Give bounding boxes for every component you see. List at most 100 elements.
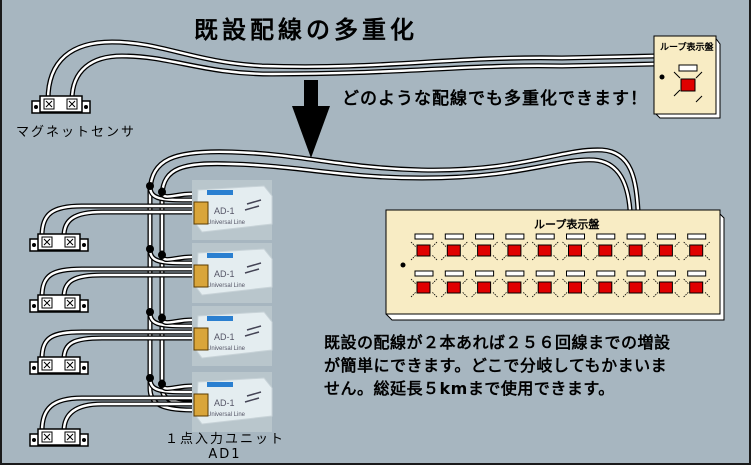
screw-hole	[82, 366, 86, 370]
panel-indicator-dot	[659, 74, 665, 80]
junction-dot	[158, 314, 166, 322]
lamp	[477, 281, 492, 294]
screw-hole	[82, 243, 86, 247]
magnet-sensor	[31, 95, 91, 114]
lamp	[568, 281, 582, 294]
screw-hole	[82, 304, 86, 308]
wire	[70, 54, 656, 102]
lamp-label	[535, 270, 555, 277]
lamp	[537, 244, 552, 257]
unit-logo	[244, 391, 262, 403]
lamp-label	[626, 270, 646, 277]
wire	[160, 192, 194, 405]
wire-outline	[61, 209, 195, 239]
page-title: 既設配線の多重化	[194, 16, 418, 44]
lamp-label	[535, 233, 555, 240]
lamp	[689, 281, 704, 294]
lamp	[446, 244, 461, 257]
wire	[40, 396, 194, 433]
unit-model: AD-1	[214, 206, 235, 216]
lamp-label	[656, 233, 676, 240]
lamp-rays	[471, 278, 498, 298]
sensor-terminal-mark	[45, 100, 53, 108]
lamp-rays	[441, 278, 468, 298]
lamp	[507, 244, 522, 257]
lamp-label	[505, 233, 525, 240]
unit-connector	[193, 264, 209, 288]
unit-display	[207, 190, 233, 195]
junction-dot	[146, 182, 154, 190]
sensor-terminal-mark	[68, 100, 76, 108]
lamp-label	[596, 270, 616, 277]
lamp-rays	[531, 241, 559, 261]
unit-brand: Universal Line	[207, 346, 246, 352]
unit-label-line2: AD1	[208, 447, 242, 462]
sensor-terminal-mark	[66, 433, 74, 441]
screw-hole	[34, 105, 38, 109]
wire-outline	[61, 272, 195, 300]
unit-label-line1: １点入力ユニット	[165, 432, 286, 447]
unit-model: AD-1	[214, 269, 235, 279]
sensors	[29, 95, 91, 447]
junction-dot	[158, 380, 166, 388]
junction-dot	[158, 251, 166, 259]
screw-hole	[32, 304, 36, 308]
junction-dot	[146, 308, 154, 316]
unit-model: AD-1	[214, 332, 235, 342]
lamp-rays	[471, 241, 498, 261]
unit-logo	[244, 262, 262, 274]
lamp-rays	[410, 278, 438, 298]
wire	[62, 336, 194, 361]
unit-connector	[193, 327, 209, 351]
unit-brand: Universal Line	[207, 283, 246, 289]
sensor-terminal-mark	[66, 299, 74, 307]
lamp-rays	[410, 241, 438, 261]
lamp	[416, 281, 431, 294]
wires	[39, 39, 657, 434]
junction-dot	[146, 374, 154, 382]
large-panel-title: ループ表示盤	[534, 217, 600, 231]
wire	[148, 188, 194, 412]
wire	[62, 273, 194, 299]
lamp	[628, 244, 643, 257]
lamp-label	[596, 233, 616, 240]
magnet-sensor	[29, 428, 89, 447]
unit-display	[207, 253, 233, 258]
unit-brand: Universal Line	[207, 220, 246, 226]
sensor-terminal-mark	[43, 361, 51, 369]
wire	[40, 204, 194, 238]
magnet-sensor	[29, 294, 89, 313]
lamp-label	[414, 233, 434, 240]
screw-hole	[32, 366, 36, 370]
lamp	[658, 281, 673, 294]
screw-hole	[84, 105, 88, 109]
lamp-label	[687, 270, 707, 277]
unit-connector	[193, 201, 209, 225]
lamp-label	[656, 270, 676, 277]
lamp-label	[444, 270, 464, 277]
lamp	[598, 281, 613, 294]
lamp	[628, 281, 643, 294]
lamp-rays	[501, 278, 529, 298]
wire	[62, 210, 194, 238]
lamp-label	[475, 270, 495, 277]
panel-indicator-dot	[400, 262, 406, 268]
lamp-rays	[653, 278, 680, 298]
lamp-rays	[562, 278, 589, 298]
lamp	[446, 281, 461, 294]
wire	[148, 148, 640, 212]
magnet-sensor	[29, 356, 89, 375]
lamp-rays	[501, 241, 529, 261]
description: 既設の配線が２本あれば２５６回線までの増設 が簡単にできます。どこで分岐してもか…	[324, 331, 671, 400]
lamp-label	[566, 270, 585, 277]
wire	[46, 40, 656, 102]
unit-label: １点入力ユニット AD1	[165, 432, 285, 462]
unit-display	[207, 316, 233, 321]
lamp-rays	[622, 278, 650, 298]
wire	[40, 330, 194, 361]
lamp	[507, 281, 522, 294]
